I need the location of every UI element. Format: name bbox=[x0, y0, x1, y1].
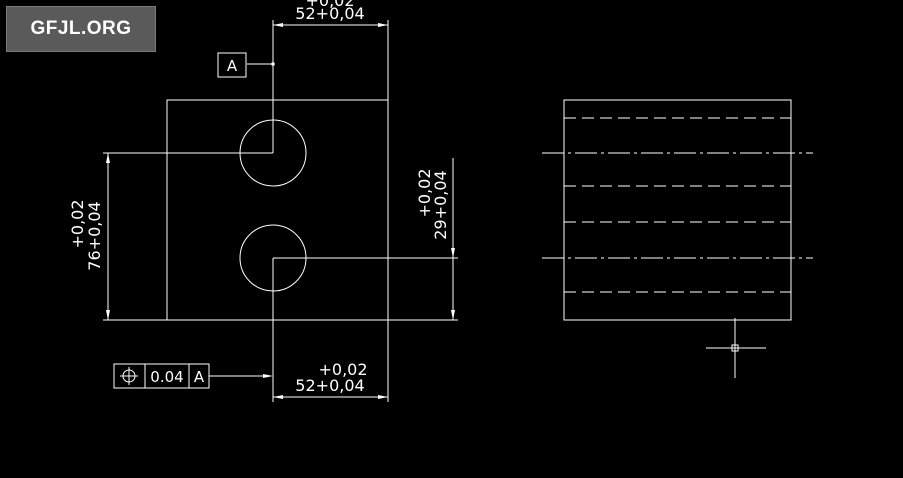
top-dimension-tolerance: +0,02 bbox=[305, 0, 354, 10]
bottom-dimension-value: 52+0,04 bbox=[295, 376, 364, 395]
right-dimension-tolerance: +0,02 bbox=[415, 168, 434, 217]
center-lines bbox=[542, 152, 813, 259]
top-dimension-value: 52+0,04 bbox=[295, 4, 364, 23]
position-icon bbox=[120, 367, 138, 385]
datum-letter: A bbox=[227, 57, 238, 75]
fcf-outline bbox=[113, 363, 210, 389]
dimension-arrowheads bbox=[106, 23, 455, 399]
datum-box bbox=[217, 52, 247, 78]
right-dimension-value: 29+0,04 bbox=[431, 170, 450, 239]
left-dimension-value: 76+0,04 bbox=[85, 201, 104, 270]
hidden-lines bbox=[564, 117, 791, 293]
bottom-dimension-tolerance: +0,02 bbox=[318, 360, 367, 379]
fcf-tolerance: 0.04 bbox=[150, 368, 183, 386]
left-dimension-tolerance: +0,02 bbox=[68, 199, 87, 248]
watermark-logo: GFJL.ORG bbox=[6, 6, 156, 52]
fcf-datum: A bbox=[194, 368, 205, 386]
crosshair-pickbox bbox=[731, 344, 739, 352]
front-view-outline bbox=[166, 99, 389, 321]
feature-control-frame bbox=[113, 363, 210, 389]
side-view-outline bbox=[563, 99, 792, 321]
